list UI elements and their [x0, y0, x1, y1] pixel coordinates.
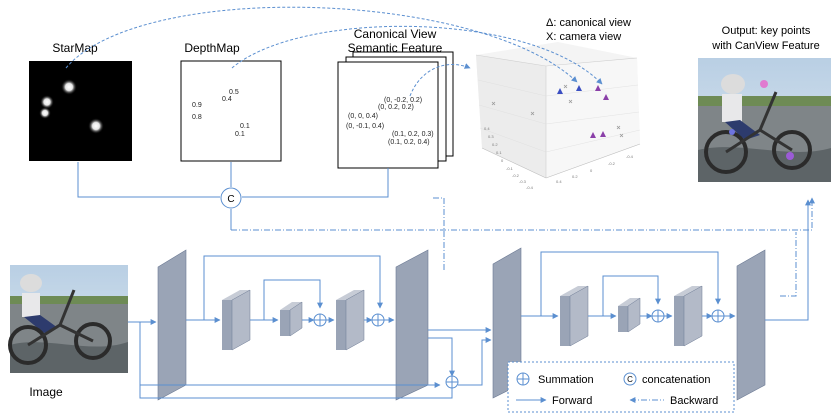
legend-concatenation: concatenation	[642, 374, 711, 386]
canonical-label-line1: Canonical View	[354, 27, 437, 41]
canonical-value: (0.1, 0.2, 0.3)	[392, 131, 434, 138]
axis-tick: 0.4	[556, 179, 562, 184]
output-label-line2: with CanView Feature	[711, 40, 819, 52]
canonical-value: (0, -0.2, 0.2)	[384, 97, 422, 104]
axis-tick: 0	[501, 158, 504, 163]
axis-tick: 0.3	[488, 134, 494, 139]
image-label: Image	[29, 385, 63, 399]
axis-tick: -0.4	[626, 154, 634, 159]
legend-concat-symbol: C	[627, 375, 633, 384]
output-image	[698, 58, 831, 182]
sum-nodes	[313, 309, 725, 389]
canonical-value: (0, 0.2, 0.2)	[378, 104, 414, 111]
legend-backward: Backward	[670, 395, 718, 407]
depth-value: 0.4	[222, 96, 232, 103]
axis-tick: 0	[590, 168, 593, 173]
legend-box: C Summation concatenation Forward Backwa…	[507, 361, 735, 413]
depth-value: 0.9	[192, 102, 202, 109]
top-connectors	[77, 162, 815, 231]
backward-curves	[65, 6, 603, 97]
canonical-value: (0.1, 0.2, 0.4)	[388, 139, 430, 146]
depthmap-label: DepthMap	[184, 41, 240, 55]
input-image	[8, 265, 128, 373]
axis-tick: 0.4	[484, 126, 490, 131]
output-label-line1: Output: key points	[722, 25, 811, 37]
axis-tick: 0.1	[496, 150, 502, 155]
concat-node: C	[220, 187, 242, 209]
canonical-view-panel: (0, -0.2, 0.2) (0, 0.2, 0.2) (0, 0, 0.4)…	[337, 51, 454, 169]
depthmap-panel: 0.5 0.4 0.9 0.8 0.1 0.1	[180, 60, 282, 162]
axis-tick: -0.3	[519, 179, 527, 184]
3d-scatter-plot: 0.4 0.3 0.2 0.1 0 -0.1 -0.2 -0.3 -0.4 0.…	[475, 42, 641, 190]
axis-tick: -0.2	[608, 161, 616, 166]
legend-summation: Summation	[538, 374, 594, 386]
axis-tick: -0.4	[526, 185, 534, 190]
axis-tick: 0.2	[492, 142, 498, 147]
starmap-panel	[29, 61, 132, 161]
starmap-label: StarMap	[52, 41, 98, 55]
hourglass-stack-1	[157, 249, 429, 401]
network-connectors	[128, 199, 811, 399]
svg-text:C: C	[227, 194, 234, 205]
axis-tick: 0.2	[572, 174, 578, 179]
depth-value: 0.5	[229, 89, 239, 96]
backward-connectors	[432, 197, 797, 297]
canonical-value: (0, 0, 0.4)	[348, 113, 378, 120]
axis-tick: -0.1	[506, 166, 514, 171]
canonical-value: (0, -0.1, 0.4)	[346, 123, 384, 130]
depth-value: 0.8	[192, 114, 202, 121]
hourglass-stack-2	[492, 247, 766, 401]
depth-value: 0.1	[235, 131, 245, 138]
legend-forward: Forward	[552, 395, 592, 407]
depth-value: 0.1	[240, 123, 250, 130]
legend-canonical-view: Δ: canonical view	[546, 17, 631, 29]
legend-camera-view: X: camera view	[546, 31, 621, 43]
axis-tick: -0.2	[512, 173, 520, 178]
